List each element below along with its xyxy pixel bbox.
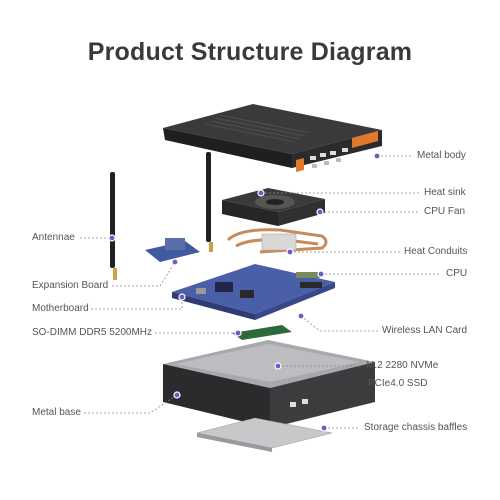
storage-baffles-part	[196, 417, 333, 452]
label-heat-sink: Heat sink	[424, 187, 466, 198]
label-cpu-fan: CPU Fan	[424, 206, 466, 217]
diagram-title: Product Structure Diagram	[87, 38, 413, 66]
label-ssd-line1: M.2 2280 NVMe	[366, 360, 439, 371]
label-expansion-board: Expansion Board	[32, 280, 109, 291]
label-cpu: CPU	[446, 268, 468, 279]
callout-dot-heat-conduits	[286, 248, 294, 256]
leader-motherboard	[91, 297, 183, 310]
callout-dot-cpu-fan	[316, 208, 324, 216]
metal-base-part	[163, 340, 375, 428]
antenna-right-part	[206, 152, 213, 252]
label-motherboard: Motherboard	[32, 303, 89, 314]
so-dimm-part	[232, 325, 292, 340]
callout-dot-expansion-board	[171, 258, 179, 266]
expansion-board-part	[145, 238, 200, 262]
label-storage-baffles: Storage chassis baffles	[364, 422, 468, 433]
callout-dot-cpu	[317, 270, 325, 278]
motherboard-part	[172, 264, 335, 320]
callout-dot-storage-baffles	[320, 424, 328, 432]
callout-dot-so-dimm	[234, 329, 242, 337]
callout-dot-motherboard	[178, 293, 186, 301]
callout-dot-metal-base	[173, 391, 181, 399]
antenna-left-part	[110, 172, 117, 280]
label-so-dimm: SO-DIMM DDR5 5200MHz	[32, 327, 153, 338]
label-ssd-line2: PCIe4.0 SSD	[368, 378, 428, 389]
label-metal-base: Metal base	[32, 407, 81, 418]
metal-body-part	[163, 104, 382, 172]
cpu-fan-part	[222, 188, 325, 226]
callout-dot-heat-sink	[257, 189, 265, 197]
label-wireless-lan-card: Wireless LAN Card	[382, 325, 468, 336]
label-metal-body: Metal body	[417, 150, 466, 161]
leader-metal-base	[84, 394, 178, 414]
label-heat-conduits: Heat Conduits	[404, 246, 468, 257]
cpu-chip	[296, 272, 320, 278]
callout-dot-antennae	[108, 234, 116, 242]
leader-expansion-board	[112, 261, 176, 287]
label-antennae: Antennae	[32, 232, 75, 243]
callout-dot-wireless-lan	[297, 312, 305, 320]
leader-wireless-lan	[300, 315, 378, 332]
callout-dot-ssd	[274, 362, 282, 370]
callout-dot-metal-body	[373, 152, 381, 160]
